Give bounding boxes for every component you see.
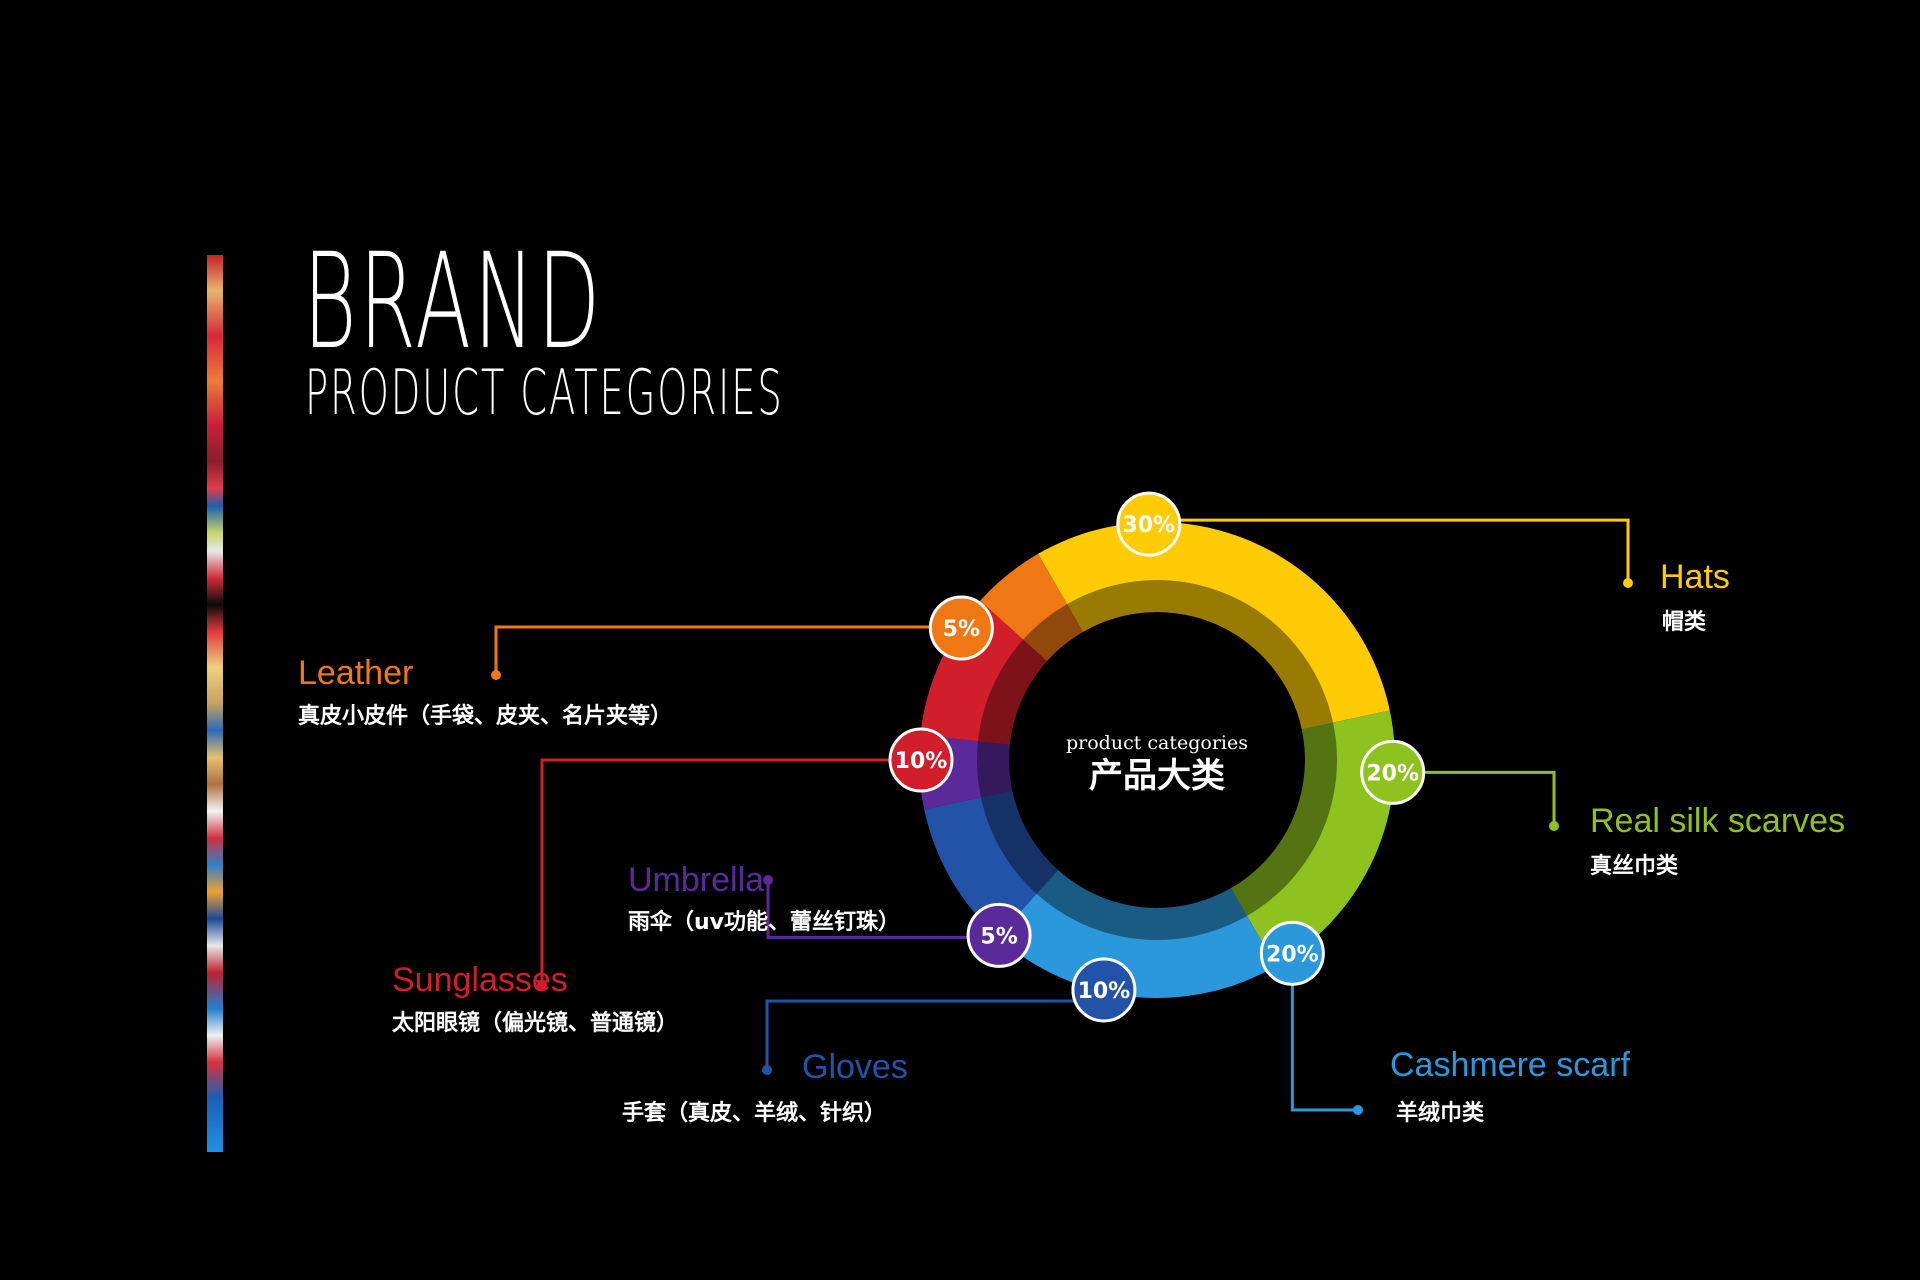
slice-0: [1038, 521, 1390, 730]
callout-line-1: [1392, 770, 1556, 826]
slice-2: [997, 869, 1276, 998]
page-subtitle: PRODUCT CATEGORIES: [305, 356, 784, 429]
callout-dot-0: [1623, 578, 1633, 588]
category-desc-4: 雨伞（uv功能、蕾丝钉珠）: [628, 909, 900, 935]
category-desc-0: 帽类: [1662, 610, 1707, 635]
slice-shade-1: [1231, 722, 1337, 916]
percent-badge-5: [888, 727, 954, 793]
slice-6: [980, 553, 1083, 661]
percent-badge-6: [928, 595, 994, 661]
callout-line-6: [494, 625, 962, 675]
slice-5: [920, 600, 1048, 745]
slice-shade-2: [1036, 869, 1247, 940]
slice-shade-3: [980, 790, 1058, 894]
percent-label-0: 30%: [1122, 513, 1175, 538]
percent-label-3: 10%: [1078, 979, 1131, 1004]
category-desc-6: 真皮小皮件（手袋、皮夹、名片夹等）: [298, 703, 672, 729]
callout-dot-1: [1549, 821, 1559, 831]
category-desc-5: 太阳眼镜（偏光镜、普通镜）: [392, 1010, 678, 1036]
slice-3: [924, 790, 1058, 937]
percent-label-2: 20%: [1266, 942, 1319, 967]
center-label-en: product categories: [1066, 732, 1248, 754]
category-name-0: Hats: [1660, 558, 1730, 596]
callout-line-0: [1148, 518, 1630, 583]
percent-badge-1: [1360, 739, 1426, 805]
slice-shade-4: [977, 741, 1013, 798]
callout-dot-5: [537, 980, 547, 990]
percent-label-4: 5%: [980, 924, 1017, 949]
badges-layer: 30% 20% 20% 10% 5% 10% 5%: [888, 491, 1426, 1023]
percent-label-1: 20%: [1366, 761, 1419, 786]
category-name-5: Sunglasses: [392, 961, 568, 999]
category-name-4: Umbrella: [628, 861, 764, 899]
slices-layer: [919, 521, 1395, 998]
category-name-3: Gloves: [802, 1048, 908, 1086]
category-desc-1: 真丝巾类: [1590, 853, 1679, 879]
percent-badge-4: [966, 902, 1032, 968]
labels-layer: Hats 帽类 Real silk scarves 真丝巾类 Cashmere scar…: [298, 558, 1845, 1126]
callout-line-4: [766, 880, 1000, 939]
slice-1: [1231, 710, 1395, 967]
callout-dot-3: [762, 1065, 772, 1075]
slice-shade-0: [1067, 580, 1334, 730]
center-label-cn: 产品大类: [1089, 756, 1225, 796]
callout-dot-4: [763, 875, 773, 885]
category-desc-2: 羊绒巾类: [1396, 1100, 1485, 1126]
slice-shade-6: [1023, 604, 1083, 661]
percent-label-5: 10%: [895, 749, 948, 774]
category-name-2: Cashmere scarf: [1390, 1046, 1631, 1084]
percent-badge-0: [1116, 491, 1182, 557]
callouts-layer: [491, 518, 1633, 1115]
callout-dot-6: [491, 670, 501, 680]
callout-line-3: [765, 999, 1104, 1070]
category-name-1: Real silk scarves: [1590, 802, 1845, 840]
percent-badge-3: [1071, 957, 1137, 1023]
decorative-color-stripe: [207, 255, 223, 1152]
slice-shade-5: [977, 639, 1048, 745]
percent-badge-2: [1259, 920, 1325, 986]
callout-dot-2: [1353, 1105, 1363, 1115]
percent-label-6: 5%: [943, 617, 980, 642]
callout-line-2: [1290, 953, 1358, 1112]
category-name-6: Leather: [298, 654, 413, 692]
category-desc-3: 手套（真皮、羊绒、针织）: [622, 1100, 886, 1126]
callout-line-5: [540, 758, 921, 985]
page-title: BRAND: [303, 225, 603, 379]
